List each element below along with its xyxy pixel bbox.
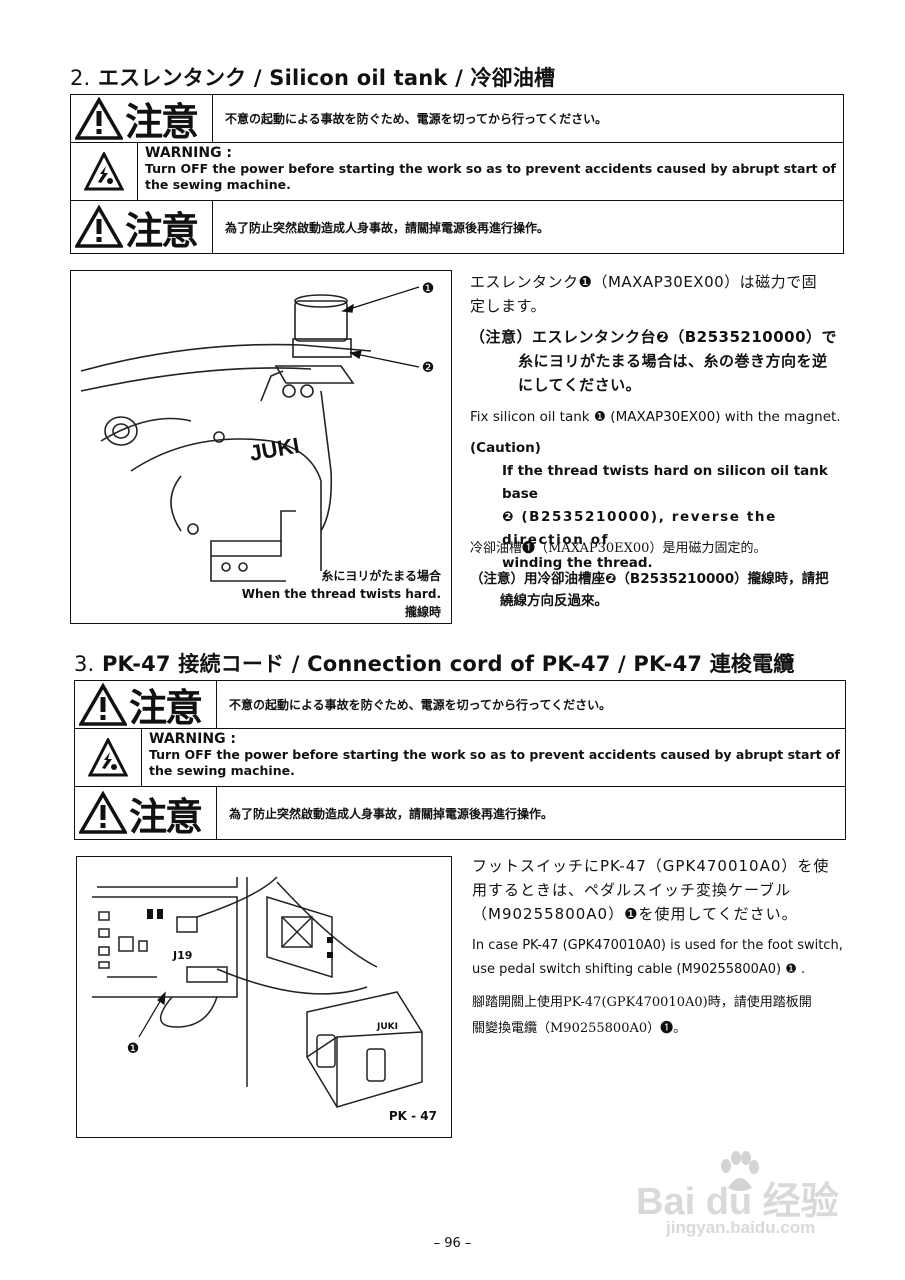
cn-caution-line: （注意）用冷卻油槽座❷（B2535210000）攏線時，請把 [470, 571, 829, 587]
section-2-title: 2. エスレンタンク / Silicon oil tank / 冷卻油槽 [70, 62, 555, 92]
cn-line: 關變換電纜（M90255800A0）❶。 [472, 1021, 687, 1036]
cn-caution-line: 繞線方向反過來。 [500, 593, 608, 609]
caution-badge-cn: 注意 [75, 787, 217, 839]
caution-badge-cn: 注意 [71, 201, 213, 253]
baidu-watermark: Bai du 经验 jingyan.baidu.com [636, 1150, 866, 1240]
electric-shock-warning-icon [75, 729, 142, 786]
en-caution-heading: (Caution) [470, 440, 541, 456]
en-line: use pedal switch shifting cable (M902558… [472, 962, 806, 977]
caption-en: When the thread twists hard. [241, 587, 441, 601]
en-caution: If the thread twists hard on silicon oil… [502, 460, 852, 575]
j19-label: J19 [172, 949, 192, 962]
warning-triangle-icon [75, 96, 123, 140]
section-3-warning-box: 注意 不意の起動による事故を防ぐため、電源を切ってから行ってください。 WARN… [74, 680, 846, 840]
cn-line: 腳踏開關上使用PK-47(GPK470010A0)時，請使用踏板開 [472, 995, 812, 1010]
section-3-title-text: PK-47 接続コード / Connection cord of PK-47 /… [101, 652, 795, 676]
warning-text-jp: 不意の起動による事故を防ぐため、電源を切ってから行ってください。 [229, 698, 612, 712]
warning-triangle-icon [79, 682, 127, 726]
warning-triangle-icon [75, 205, 123, 248]
jp-line: 用するときは、ペダルスイッチ変換ケーブル [472, 881, 792, 899]
section-3-title: 3. PK-47 接続コード / Connection cord of PK-4… [74, 648, 795, 678]
page-number: – 96 – [433, 1236, 472, 1251]
warning-row-jp: 注意 不意の起動による事故を防ぐため、電源を切ってから行ってください。 [71, 95, 843, 144]
juki-logo: JUKI [248, 433, 302, 466]
sewing-machine-illustration: JUKI ❶ ❷ [80, 281, 435, 582]
warning-text-en: WARNING : Turn OFF the power before star… [149, 731, 841, 779]
caption-cn: 攏線時 [404, 605, 441, 619]
section-2-title-text: エスレンタンク / Silicon oil tank / 冷卻油槽 [97, 66, 556, 90]
watermark-brand: Bai du 经验 [636, 1181, 839, 1223]
callout-1: ❶ [127, 1041, 140, 1057]
en-paragraph: Fix silicon oil tank ❶ (MAXAP30EX00) wit… [470, 409, 841, 425]
silicon-oil-tank-figure: JUKI ❶ ❷ 糸にヨリがたまる場合 When the thread twis… [70, 270, 452, 624]
warning-row-cn: 注意 為了防止突然啟動造成人身事故，請關掉電源後再進行操作。 [75, 787, 845, 839]
caution-kanji: 注意 [129, 793, 203, 839]
cn-paragraph: 冷卻油槽❶（MAXAP30EX00）是用磁力固定的。 [470, 541, 767, 556]
jp-caution: （注意）エスレンタンク台❷（B2535210000）で 糸にヨリがたまる場合は、… [470, 325, 860, 397]
section-2-number: 2. [70, 66, 91, 90]
caution-kanji: 注意 [125, 207, 199, 253]
control-box-and-pedal-illustration: J19 JUKI ❶ [92, 876, 423, 1108]
warning-body: Turn OFF the power before starting the w… [149, 747, 840, 778]
jp-caution-line: 糸にヨリがたまる場合は、糸の巻き方向を逆 [518, 352, 828, 370]
watermark-url: jingyan.baidu.com [666, 1218, 816, 1237]
jp-line: 定します。 [470, 297, 547, 315]
section-3-number: 3. [74, 652, 95, 676]
warning-row-en: WARNING : Turn OFF the power before star… [75, 729, 845, 787]
section-2-warning-box: 注意 不意の起動による事故を防ぐため、電源を切ってから行ってください。 WARN… [70, 94, 844, 254]
warning-text-en: WARNING : Turn OFF the power before star… [145, 145, 839, 193]
caution-kanji: 注意 [129, 685, 203, 730]
pedal-logo: JUKI [376, 1022, 398, 1032]
callout-1: ❶ [422, 281, 435, 297]
figure-caption: 糸にヨリがたまる場合 When the thread twists hard. … [242, 567, 441, 621]
warning-row-jp: 注意 不意の起動による事故を防ぐため、電源を切ってから行ってください。 [75, 681, 845, 730]
jp-caution-line: （注意）エスレンタンク台❷（B2535210000）で [470, 328, 838, 346]
jp-line: エスレンタンク❶（MAXAP30EX00）は磁力で固 [470, 273, 818, 291]
jp-paragraph: フットスイッチにPK-47（GPK470010A0）を使 用するときは、ペダルス… [472, 854, 852, 926]
caption-jp: 糸にヨリがたまる場合 [321, 569, 441, 583]
warning-text-cn: 為了防止突然啟動造成人身事故，請關掉電源後再進行操作。 [225, 220, 550, 235]
figure-caption: PK - 47 [388, 1109, 437, 1123]
cn-paragraph: 腳踏開關上使用PK-47(GPK470010A0)時，請使用踏板開 關變換電纜（… [472, 990, 852, 1042]
caution-badge-jp: 注意 [71, 95, 213, 144]
caution-badge-jp: 注意 [75, 681, 217, 730]
warning-triangle-icon [79, 791, 127, 834]
en-caution-line: If the thread twists hard on silicon oil… [502, 463, 828, 502]
warning-heading: WARNING : [145, 145, 233, 161]
warning-text-cn: 為了防止突然啟動造成人身事故，請關掉電源後再進行操作。 [229, 806, 554, 821]
en-caution-line: ❷ (B2535210000), reverse the direction o… [502, 509, 777, 548]
en-caution-line: winding the thread. [502, 555, 653, 571]
baidu-paw-icon [721, 1151, 759, 1191]
caution-kanji: 注意 [125, 99, 199, 144]
electric-shock-warning-icon [71, 143, 138, 200]
warning-body: Turn OFF the power before starting the w… [145, 161, 836, 192]
jp-caution-line: にしてください。 [518, 376, 642, 394]
callout-2: ❷ [422, 360, 435, 376]
cn-caution: （注意）用冷卻油槽座❷（B2535210000）攏線時，請把 繞線方向反過來。 [470, 568, 860, 612]
en-paragraph: In case PK-47 (GPK470010A0) is used for … [472, 934, 852, 982]
warning-row-en: WARNING : Turn OFF the power before star… [71, 143, 843, 201]
warning-heading: WARNING : [149, 731, 237, 747]
en-line: In case PK-47 (GPK470010A0) is used for … [472, 938, 843, 953]
jp-line: フットスイッチにPK-47（GPK470010A0）を使 [472, 857, 830, 875]
warning-text-jp: 不意の起動による事故を防ぐため、電源を切ってから行ってください。 [225, 112, 608, 126]
pk47-connection-figure: J19 JUKI ❶ PK - 47 [76, 856, 452, 1138]
jp-paragraph: エスレンタンク❶（MAXAP30EX00）は磁力で固 定します。 [470, 270, 850, 318]
warning-row-cn: 注意 為了防止突然啟動造成人身事故，請關掉電源後再進行操作。 [71, 201, 843, 253]
jp-line: （M90255800A0）❶を使用してください。 [472, 905, 798, 923]
